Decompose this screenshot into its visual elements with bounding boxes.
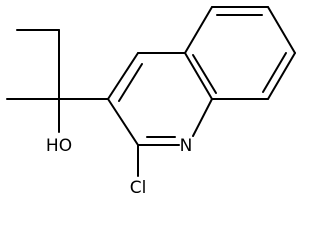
bond-c3-c4 — [107, 52, 139, 100]
bond-n1-c8a — [192, 98, 213, 137]
bond-c7-c8 — [267, 52, 296, 100]
bond-c3-c4-inner — [118, 63, 143, 102]
bond-c4a-c8a-inner — [192, 54, 217, 94]
chlorine-label: Cl — [130, 178, 147, 198]
chemical-structure: HO N Cl — [6, 6, 296, 198]
bond-c7-c8-inner — [262, 52, 287, 93]
hydroxyl-label: HO — [46, 136, 72, 156]
bond-c4a-c5 — [184, 6, 213, 54]
structure-canvas: HO N Cl — [6, 6, 296, 198]
bond-c3-c2 — [107, 98, 139, 146]
nitrogen-label: N — [180, 136, 193, 156]
bond-c6-c7 — [267, 6, 296, 54]
bond-c4a-c8a — [184, 52, 213, 100]
